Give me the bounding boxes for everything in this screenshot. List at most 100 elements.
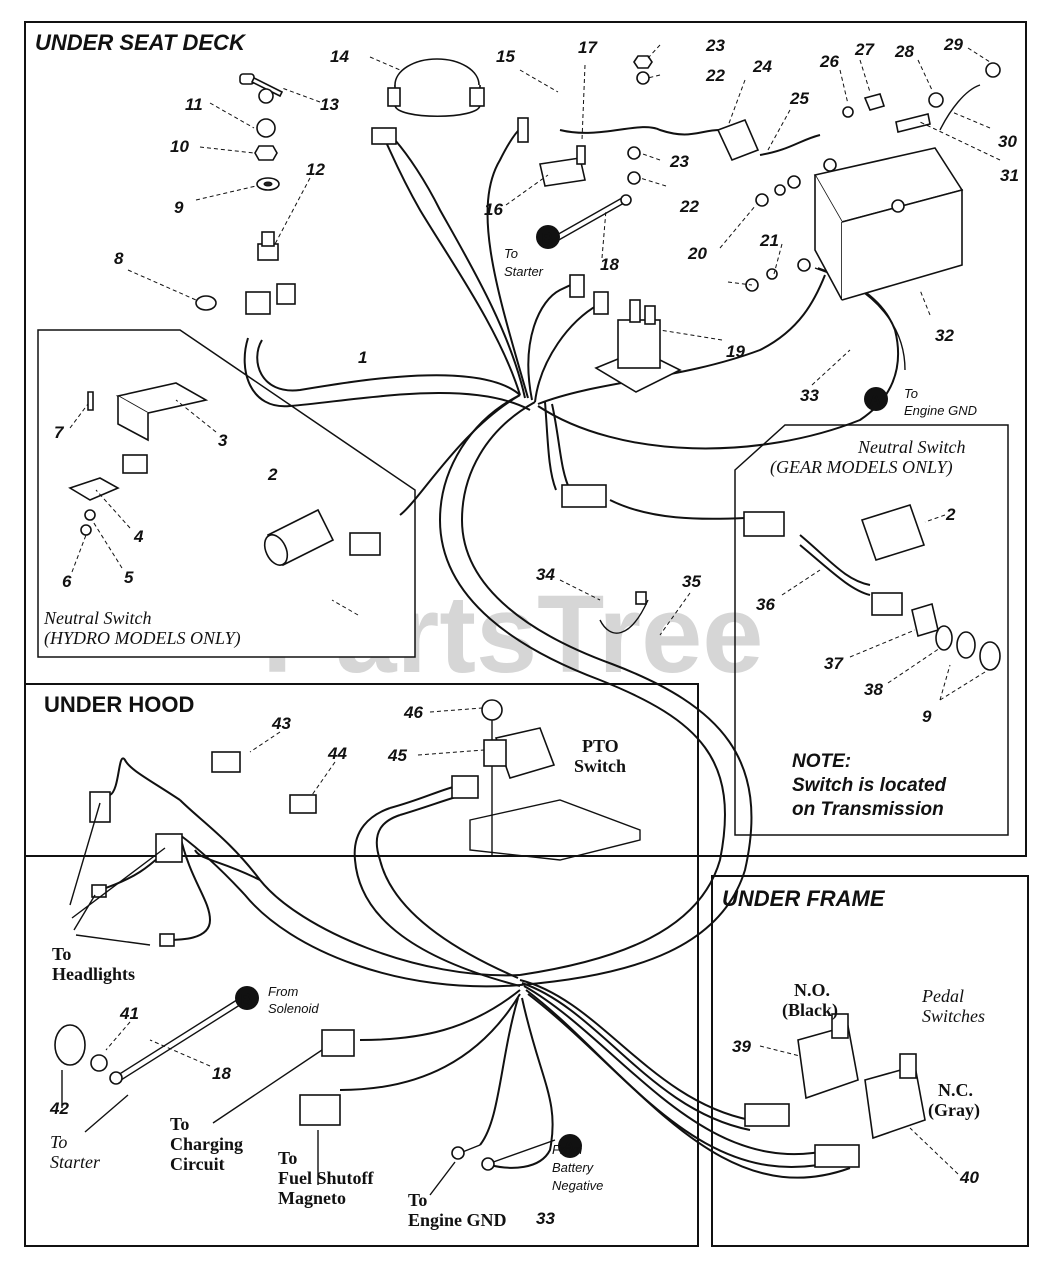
callout-19: 19	[726, 342, 745, 361]
part-46-knob	[481, 699, 503, 721]
part-23-nut-top	[633, 55, 653, 69]
part-22-washer	[627, 171, 641, 185]
to-starter-top-2: Starter	[504, 264, 544, 279]
charging-label-2: Charging	[170, 1134, 243, 1154]
callout-38: 38	[864, 680, 883, 699]
callout-42: 42	[49, 1099, 69, 1118]
callout-8: 8	[114, 249, 124, 268]
callout-18: 18	[600, 255, 619, 274]
under-hood-frame	[24, 683, 699, 1247]
pto-label-1: PTO	[582, 736, 619, 756]
callout-36: 36	[756, 595, 775, 614]
svg-text:B: B	[240, 990, 252, 1009]
headlight-connector-1	[89, 791, 111, 823]
battery-neg-1: From	[552, 1142, 583, 1157]
callout-25: 25	[789, 89, 809, 108]
callout-39: 39	[732, 1037, 751, 1056]
callout-15: 15	[496, 47, 515, 66]
part-12-ignition-switch	[245, 231, 296, 315]
fuel-shutoff-connector	[299, 1094, 341, 1126]
lower-wires	[99, 757, 851, 1179]
section-title-under-frame: UNDER FRAME	[722, 886, 886, 911]
part-42-boot	[54, 1024, 86, 1066]
callout-22: 22	[679, 197, 699, 216]
callout-34: 34	[536, 565, 555, 584]
callout-21: 21	[759, 231, 779, 250]
callout-26: 26	[819, 52, 839, 71]
engine-gnd-bottom-1: To	[408, 1190, 427, 1210]
callout-9-gear: 9	[922, 707, 932, 726]
engine-gnd-bottom-2: Engine GND	[408, 1210, 507, 1230]
part-7-screw	[87, 391, 94, 411]
callout-9: 9	[174, 198, 184, 217]
hood-leaders	[61, 1049, 456, 1196]
headlights-label-1: To	[52, 944, 71, 964]
to-engine-gnd-top-2: Engine GND	[904, 403, 977, 418]
no-label-2: (Black)	[782, 1000, 838, 1021]
hydro-label-2: (HYDRO MODELS ONLY)	[44, 628, 241, 649]
callout-37: 37	[824, 654, 844, 673]
part-36-connector	[743, 511, 785, 537]
callout-3: 3	[218, 431, 228, 450]
under-frame-frame	[711, 875, 1029, 1247]
part-10-nut	[254, 145, 278, 161]
connector-main	[561, 484, 607, 508]
connector-19a	[569, 274, 585, 298]
part-43-connector	[211, 751, 241, 773]
callout-28: 28	[894, 42, 914, 61]
callout-6: 6	[62, 572, 72, 591]
callout-41: 41	[119, 1004, 139, 1023]
callout-18-hood: 18	[212, 1064, 231, 1083]
callout-20: 20	[687, 244, 707, 263]
part-2b-capacitor	[860, 504, 926, 561]
headlight-connector-2	[155, 833, 183, 863]
cable-18-bottom	[117, 997, 241, 1076]
callout-10: 10	[170, 137, 189, 156]
callout-27: 27	[854, 40, 875, 59]
cable-18-top	[554, 197, 623, 237]
callout-46: 46	[403, 703, 423, 722]
part-14-module	[387, 58, 485, 117]
transmission-bracket	[469, 799, 641, 861]
part-20-nut	[755, 193, 769, 207]
nc-label-2: (Gray)	[928, 1100, 980, 1121]
main-harness	[179, 337, 753, 988]
gear-neutral-switch	[871, 592, 1001, 671]
fuel-label-1: To	[278, 1148, 297, 1168]
connector-14	[371, 127, 397, 145]
callout-44: 44	[327, 744, 347, 763]
callout-22-top: 22	[705, 66, 725, 85]
note-line-1: Switch is located	[792, 775, 947, 796]
part-32-battery	[813, 147, 964, 301]
part-15-terminal	[517, 117, 529, 143]
part-31-bolt	[895, 113, 931, 133]
callout-30: 30	[998, 132, 1017, 151]
connector-1	[349, 532, 381, 556]
callout-7: 7	[54, 423, 65, 442]
callout-35: 35	[682, 572, 701, 591]
to-starter-bottom-1: To	[50, 1132, 67, 1152]
callout-23-top: 23	[705, 36, 725, 55]
from-solenoid-1: From	[268, 984, 299, 999]
callout-5: 5	[124, 568, 134, 587]
marker-b-top: B	[536, 225, 560, 249]
callout-32: 32	[935, 326, 954, 345]
part-39-no-switch	[744, 1013, 859, 1127]
callout-leaders	[69, 44, 1001, 1175]
to-starter-top-1: To	[504, 246, 518, 261]
part-6-nut	[80, 524, 92, 536]
labels: Neutral Switch (HYDRO MODELS ONLY) Neutr…	[43, 246, 985, 1230]
upper-wires	[384, 123, 900, 596]
gear-label-1: Neutral Switch	[857, 437, 966, 457]
part-40-nc-switch	[814, 1053, 926, 1168]
callout-2-gear: 2	[945, 505, 956, 524]
battery-neg-3: Negative	[552, 1178, 603, 1193]
section-title-under-seat-deck: UNDER SEAT DECK	[35, 30, 247, 55]
headlights-label-2: Headlights	[52, 964, 135, 984]
headlight-leaders	[69, 802, 166, 946]
nc-label-1: N.C.	[938, 1080, 973, 1100]
callout-13: 13	[320, 95, 339, 114]
callout-23: 23	[669, 152, 689, 171]
callout-43: 43	[271, 714, 291, 733]
